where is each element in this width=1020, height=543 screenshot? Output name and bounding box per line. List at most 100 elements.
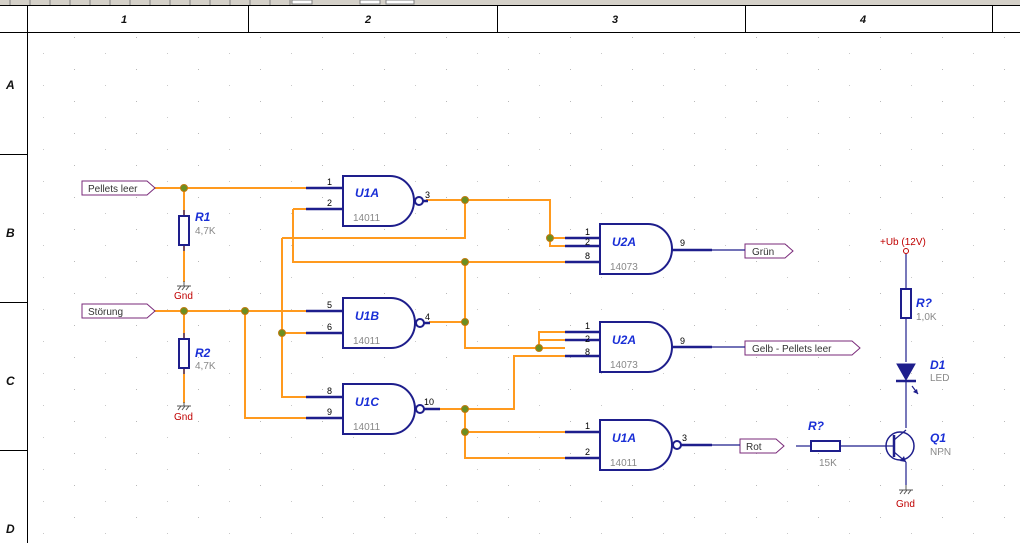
svg-text:Rot: Rot (746, 442, 762, 453)
svg-text:U2A: U2A (612, 333, 636, 347)
zone-row-d: D (6, 522, 15, 536)
junctions (180, 184, 554, 436)
transistor-q1[interactable]: Q1 NPN (885, 429, 951, 485)
svg-text:9: 9 (680, 336, 685, 346)
svg-text:R1: R1 (195, 210, 211, 224)
svg-text:14011: 14011 (353, 336, 381, 347)
junction-dot (461, 318, 469, 326)
svg-text:8: 8 (585, 251, 590, 261)
svg-text:1: 1 (585, 227, 590, 237)
svg-text:1,0K: 1,0K (916, 312, 937, 323)
resistor-r-led[interactable]: R? 1,0K (900, 288, 937, 362)
port-rot[interactable]: Rot (739, 438, 785, 454)
supply-label: +Ub (12V) (880, 237, 926, 254)
zone-col-4: 4 (859, 14, 866, 26)
svg-text:14073: 14073 (610, 360, 638, 371)
svg-text:U1C: U1C (355, 395, 379, 409)
zone-row-b: B (6, 226, 15, 240)
gate-u2a-mid[interactable]: 1 2 8 9 U2A 14073 (565, 321, 745, 373)
svg-text:LED: LED (930, 373, 949, 384)
svg-text:U2A: U2A (612, 235, 636, 249)
svg-text:Gnd: Gnd (174, 291, 193, 302)
toolbar-tabs (9, 0, 291, 5)
resistor-r2[interactable]: R2 4,7K (178, 333, 216, 374)
junction-dot (535, 344, 543, 352)
svg-text:2: 2 (585, 237, 590, 247)
zone-col-1: 1 (121, 14, 127, 26)
svg-text:14073: 14073 (610, 262, 638, 273)
svg-text:14011: 14011 (353, 422, 381, 433)
port-pellets-leer[interactable]: Pellets leer (81, 180, 156, 196)
junction-dot (241, 307, 249, 315)
svg-text:14011: 14011 (610, 458, 638, 469)
svg-text:R?: R? (916, 296, 933, 310)
junction-dot (461, 196, 469, 204)
svg-text:Gelb - Pellets leer: Gelb - Pellets leer (752, 344, 832, 355)
svg-text:U1B: U1B (355, 309, 379, 323)
wires (154, 187, 565, 459)
svg-text:NPN: NPN (930, 447, 951, 458)
svg-text:3: 3 (425, 190, 430, 200)
svg-text:Störung: Störung (88, 307, 123, 318)
gate-u2a-top[interactable]: 1 2 8 9 U2A 14073 (565, 223, 745, 275)
svg-text:4,7K: 4,7K (195, 361, 216, 372)
zone-col-2: 2 (364, 14, 371, 26)
svg-text:4: 4 (425, 312, 430, 322)
svg-text:U1A: U1A (612, 431, 636, 445)
zone-col-3: 3 (612, 14, 618, 26)
junction-dot (278, 329, 286, 337)
junction-dot (461, 428, 469, 436)
svg-text:Grün: Grün (752, 247, 774, 258)
resistor-r1[interactable]: R1 4,7K (178, 210, 216, 251)
svg-text:8: 8 (585, 347, 590, 357)
svg-text:+Ub (12V): +Ub (12V) (880, 237, 926, 248)
junction-dot (180, 307, 188, 315)
svg-text:10: 10 (424, 397, 434, 407)
led-d1[interactable]: D1 LED (896, 358, 949, 428)
svg-text:U1A: U1A (355, 186, 379, 200)
port-gruen[interactable]: Grün (744, 243, 794, 259)
svg-text:Pellets leer: Pellets leer (88, 184, 138, 195)
gate-u1b[interactable]: 5 6 4 U1B 14011 (306, 297, 430, 349)
zone-row-a: A (5, 78, 15, 92)
junction-dot (546, 234, 554, 242)
toolbar-strip (0, 0, 1020, 5)
svg-text:15K: 15K (819, 458, 837, 469)
svg-text:R?: R? (808, 419, 825, 433)
svg-text:R2: R2 (195, 346, 211, 360)
svg-text:2: 2 (585, 447, 590, 457)
junction-dot (461, 405, 469, 413)
svg-text:5: 5 (327, 300, 332, 310)
port-gelb-pellets-leer[interactable]: Gelb - Pellets leer (744, 340, 861, 356)
port-stoerung[interactable]: Störung (81, 303, 156, 319)
svg-text:2: 2 (327, 198, 332, 208)
svg-text:3: 3 (682, 433, 687, 443)
svg-text:6: 6 (327, 322, 332, 332)
junction-dot (461, 258, 469, 266)
svg-text:Gnd: Gnd (174, 412, 193, 423)
gate-u1c[interactable]: 8 9 10 U1C 14011 (306, 383, 440, 435)
svg-text:9: 9 (327, 407, 332, 417)
svg-text:1: 1 (585, 321, 590, 331)
gate-u1a-bottom[interactable]: 1 2 3 U1A 14011 (565, 419, 740, 471)
svg-text:2: 2 (585, 334, 590, 344)
zone-row-c: C (6, 374, 15, 388)
svg-text:Gnd: Gnd (896, 499, 915, 510)
svg-text:8: 8 (327, 386, 332, 396)
dot-grid (28, 32, 1020, 543)
svg-text:D1: D1 (930, 358, 946, 372)
resistor-r-base[interactable]: R? 15K (796, 419, 885, 469)
svg-text:1: 1 (327, 177, 332, 187)
sheet-frame (0, 5, 1020, 543)
ground-symbol: Gnd (174, 281, 193, 302)
gate-u1a-top[interactable]: 1 2 3 U1A 14011 (306, 175, 430, 227)
svg-text:Q1: Q1 (930, 431, 946, 445)
svg-text:9: 9 (680, 238, 685, 248)
ground-symbol: Gnd (896, 485, 915, 510)
svg-text:1: 1 (585, 421, 590, 431)
svg-text:4,7K: 4,7K (195, 226, 216, 237)
junction-dot (180, 184, 188, 192)
ground-symbol: Gnd (174, 402, 193, 423)
svg-text:14011: 14011 (353, 213, 381, 224)
